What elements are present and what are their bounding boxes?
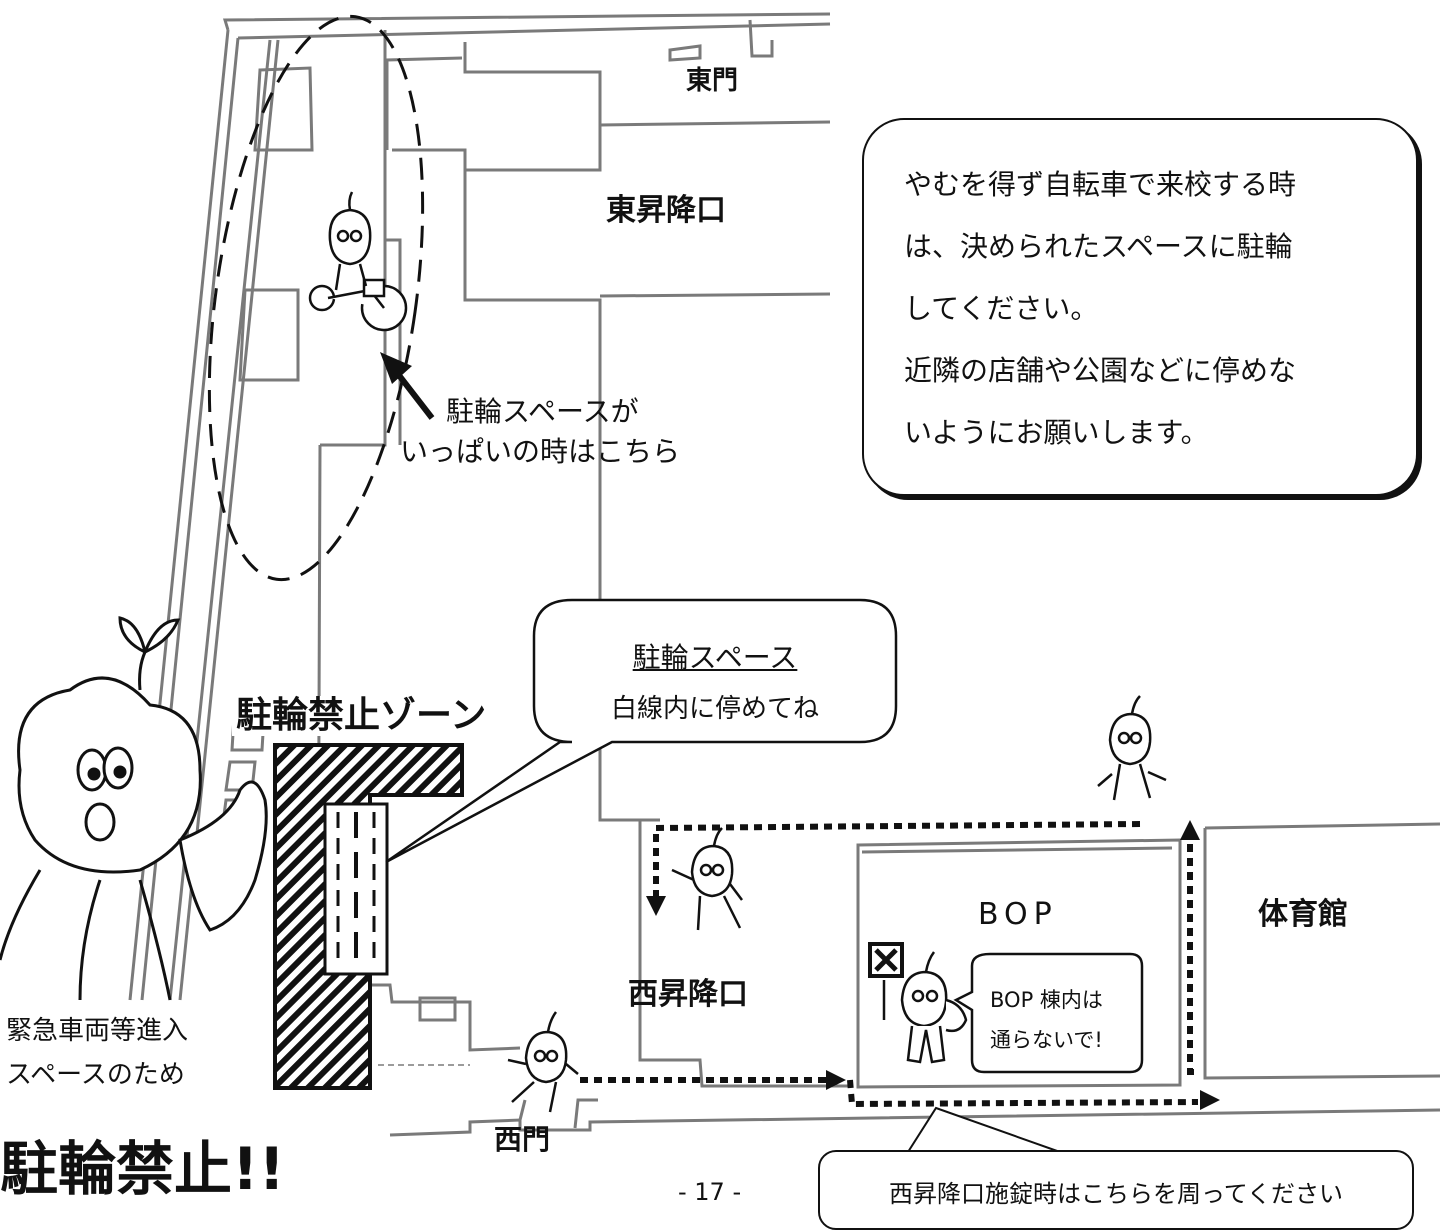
parking-bubble-subtitle: 白線内に停めてね <box>610 694 819 724</box>
notice-callout: やむを得ず自転車で来校する時 は、決められたスペースに駐輪 してください。 近隣… <box>862 118 1418 496</box>
route-arrowheads <box>646 820 1220 1110</box>
parking-bubble-shape <box>385 598 898 864</box>
parking-space <box>323 802 389 976</box>
label-east-gate: 東門 <box>686 66 739 96</box>
emergency-note-line2: スペースのため <box>6 1060 185 1090</box>
west-gate-mascot-icon <box>507 1011 579 1113</box>
notice-line: してください。 <box>904 292 1099 325</box>
notice-line: いようにお願いします。 <box>904 416 1209 449</box>
label-full-note-line1: 駐輪スペースが <box>446 395 639 428</box>
building-outlines <box>128 12 1440 1137</box>
bop-mascot-icon <box>868 942 968 1064</box>
label-no-parking-zone: 駐輪禁止ゾーン <box>232 696 491 736</box>
bop-bubble-line1: BOP 棟内は <box>990 988 1103 1012</box>
bop-bubble-line2: 通らないで! <box>990 1028 1103 1052</box>
pointing-mascot-icon <box>671 827 743 931</box>
no-parking-warning: 駐輪禁止!! <box>0 1135 285 1203</box>
arrow-to-overflow <box>380 352 435 420</box>
notice-line: 近隣の店舗や公園などに停めな <box>904 354 1297 387</box>
notice-line: は、決められたスペースに駐輪 <box>904 230 1293 263</box>
detour-note: 西昇降口施錠時はこちらを周ってください <box>818 1150 1414 1230</box>
running-mascot-icon <box>1097 695 1167 801</box>
label-bop: BOP <box>978 897 1058 932</box>
mascot-icon <box>0 616 268 1001</box>
label-west-gate: 西門 <box>494 1123 551 1156</box>
label-west-entrance: 西昇降口 <box>628 977 748 1012</box>
overflow-area-ellipse <box>207 14 425 582</box>
emergency-note-line1: 緊急車両等進入 <box>6 1016 189 1046</box>
detour-route <box>580 821 1200 1108</box>
label-east-entrance: 東昇降口 <box>606 193 726 228</box>
page-number: - 17 - <box>678 1178 742 1206</box>
bop-bubble-shape <box>953 952 1144 1074</box>
notice-line: やむを得ず自転車で来校する時 <box>904 168 1297 201</box>
label-gym: 体育館 <box>1258 897 1348 932</box>
parking-bubble-title: 駐輪スペース <box>632 641 798 674</box>
detour-bubble-tail <box>907 1106 1061 1153</box>
bicycle-mascot-icon <box>308 191 408 332</box>
label-full-note-line2: いっぱいの時はこちら <box>400 435 681 468</box>
